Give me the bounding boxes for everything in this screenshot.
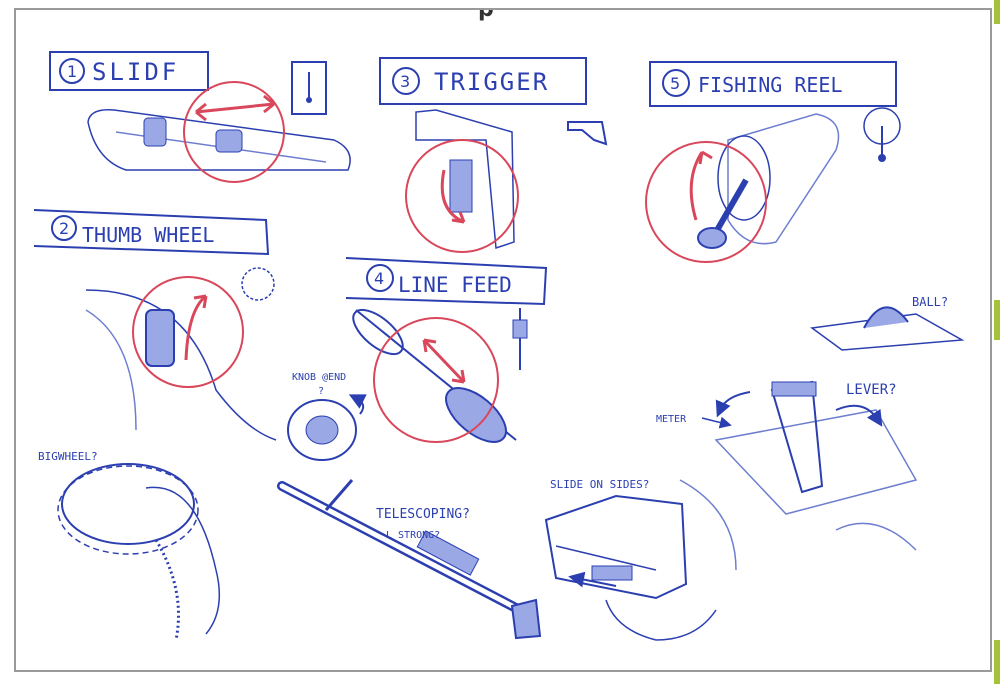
note-knob-question: ?	[318, 386, 324, 397]
line-feed-handle-bottom	[445, 387, 507, 443]
note-big-wheel: BIGWHEEL?	[38, 450, 98, 463]
ball-sketch	[863, 306, 909, 329]
concept-3-label-box	[379, 57, 587, 105]
concept-3-label: TRIGGER	[434, 68, 549, 96]
concept-2-number: 2	[59, 219, 69, 238]
knob-at-end-sketch	[287, 399, 357, 461]
lever-arm	[770, 380, 824, 494]
note-slide-on-sides: SLIDE ON SIDES?	[550, 478, 649, 491]
thumb-wheel-hand-outline	[85, 289, 277, 441]
concept-big-wheel: BIGWHEEL?	[38, 450, 221, 641]
slide-thumb-slider	[215, 129, 243, 153]
line-feed-handle-top	[352, 308, 404, 356]
concept-5-number-circle	[662, 69, 690, 97]
fishing-reel-highlight-circle	[645, 141, 767, 263]
concept-5-label-box	[649, 61, 897, 107]
concept-2-label-box	[33, 209, 270, 256]
concept-1-number: 1	[67, 62, 77, 81]
big-wheel-sketch	[61, 463, 195, 545]
concept-line-feed: 4 LINE FEED	[345, 257, 548, 443]
slide-arrow-heads	[195, 94, 275, 122]
concept-slide-on-sides: SLIDE ON SIDES?	[544, 478, 737, 641]
concept-4-number: 4	[374, 269, 384, 288]
trigger-mini-icon	[567, 121, 608, 146]
fishing-reel-body	[727, 113, 840, 245]
trigger-rotation-arrow	[440, 169, 465, 224]
trigger-housing	[415, 109, 515, 250]
note-meter: METER	[656, 414, 687, 425]
accent-stripe-bottom	[994, 640, 1000, 684]
trigger-lever	[449, 159, 473, 213]
concept-4-label: LINE FEED	[398, 273, 512, 297]
concept-lever: LEVER? METER	[656, 380, 918, 551]
slide-on-sides-thumb	[605, 599, 717, 641]
concept-1-label-box	[49, 51, 209, 91]
trigger-highlight-circle	[405, 139, 519, 253]
slide-highlight-circle	[183, 81, 285, 183]
concept-3-number: 3	[400, 72, 410, 91]
concept-2-label: THUMB WHEEL	[82, 223, 214, 247]
telescoping-grip	[416, 530, 480, 576]
concept-2-number-circle	[51, 215, 77, 241]
slide-on-sides-slider	[591, 565, 633, 581]
concept-telescoping: TELESCOPING? L STRONG?	[277, 479, 542, 640]
thumb-wheel-rotation-arrow	[184, 294, 207, 361]
note-strong: L STRONG?	[386, 530, 440, 541]
slide-device-body	[87, 109, 351, 171]
concept-4-label-box	[345, 257, 548, 306]
concept-trigger: 3 TRIGGER	[379, 57, 608, 253]
concept-5-number: 5	[670, 74, 680, 93]
concept-5-label: FISHING REEL	[698, 73, 843, 97]
thumb-wheel-knob	[145, 309, 175, 367]
lever-base	[714, 409, 918, 515]
accent-stripe-mid	[994, 300, 1000, 340]
concept-1-label: SLIDF	[92, 58, 179, 86]
concept-1-number-circle	[59, 58, 85, 84]
header-fragment: p	[478, 10, 494, 22]
fishing-reel-rotation-arrow	[689, 151, 704, 221]
fishing-reel-crank	[713, 178, 749, 234]
concept-thumb-wheel: 2 THUMB WHEEL KNOB @END ?	[33, 209, 367, 461]
concept-sketch-canvas: p 1 SLIDF	[33, 0, 965, 641]
big-wheel-thumb	[145, 486, 221, 635]
slide-on-sides-body	[544, 494, 688, 600]
concept-slide: 1 SLIDF	[49, 51, 351, 183]
telescoping-end-knob	[510, 598, 542, 640]
note-lever: LEVER?	[846, 382, 897, 398]
note-telescoping: TELESCOPING?	[376, 507, 470, 522]
note-ball: BALL?	[912, 295, 948, 309]
slide-double-arrow	[195, 102, 275, 114]
line-feed-double-arrow	[422, 338, 466, 384]
line-feed-highlight-circle	[373, 317, 499, 443]
concept-fishing-reel: 5 FISHING REEL	[645, 61, 901, 263]
concept-3-number-circle	[392, 67, 420, 95]
thumb-wheel-mini-icon	[241, 267, 275, 301]
slide-gear	[143, 117, 167, 147]
concept-ball: BALL?	[810, 295, 965, 351]
thumb-wheel-highlight-circle	[132, 276, 244, 388]
fishing-reel-knob	[697, 227, 727, 249]
concept-4-number-circle	[366, 264, 394, 292]
note-knob-at-end: KNOB @END	[292, 372, 346, 383]
accent-stripe-top	[994, 0, 1000, 24]
sketch-sheet: p 1 SLIDF	[14, 0, 992, 672]
slide-mini-icon	[291, 61, 327, 115]
